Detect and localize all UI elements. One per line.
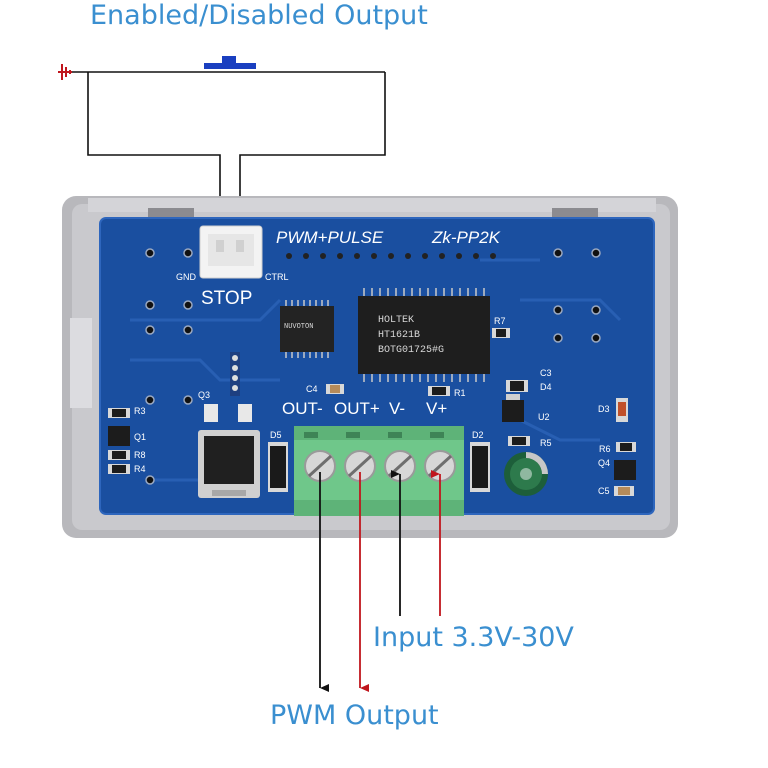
header-pins bbox=[286, 253, 496, 259]
terminal-label-v-minus: V- bbox=[389, 399, 405, 418]
refdes-c5: C5 bbox=[598, 486, 610, 496]
mcu-chip: NUVOTON bbox=[280, 300, 334, 358]
terminal-label-out-plus: OUT+ bbox=[334, 399, 380, 418]
mcu-chip-text: NUVOTON bbox=[284, 323, 313, 331]
refdes-r1: R1 bbox=[454, 388, 466, 398]
pwm-output-label: PWM Output bbox=[270, 700, 439, 731]
lcd-driver-chip: HOLTEK HT1621B BOTG01725#G bbox=[358, 288, 490, 382]
stop-connector bbox=[199, 225, 263, 279]
push-button-switch-icon bbox=[204, 56, 256, 69]
refdes-q1: Q1 bbox=[134, 432, 146, 442]
gnd-label: GND bbox=[176, 272, 197, 282]
mosfet-q3 bbox=[198, 404, 260, 498]
terminal-screw-out-minus bbox=[304, 450, 336, 482]
refdes-r3: R3 bbox=[134, 406, 146, 416]
capacitor bbox=[504, 452, 548, 496]
refdes-r5: R5 bbox=[540, 438, 552, 448]
lcd-chip-line-2: HT1621B bbox=[378, 330, 420, 341]
refdes-d4: D4 bbox=[540, 382, 552, 392]
terminal-label-out-minus: OUT- bbox=[282, 399, 323, 418]
refdes-q3: Q3 bbox=[198, 390, 210, 400]
ctrl-label: CTRL bbox=[265, 272, 289, 282]
board-header-left: PWM+PULSE bbox=[276, 228, 384, 247]
smd-components bbox=[108, 328, 636, 496]
stop-label: STOP bbox=[201, 288, 252, 309]
title-label: Enabled/Disabled Output bbox=[90, 0, 428, 31]
board-header-right: Zk-PP2K bbox=[431, 228, 501, 247]
refdes-d5: D5 bbox=[270, 430, 282, 440]
terminal-label-v-plus: V+ bbox=[426, 399, 447, 418]
refdes-r6: R6 bbox=[599, 444, 611, 454]
ground-icon bbox=[58, 64, 72, 80]
terminal-block bbox=[294, 426, 464, 516]
refdes-d2: D2 bbox=[472, 430, 484, 440]
diodes bbox=[268, 442, 490, 492]
terminal-screw-out-plus bbox=[344, 450, 376, 482]
refdes-u2: U2 bbox=[538, 412, 550, 422]
refdes-c4: C4 bbox=[306, 384, 318, 394]
lcd-chip-line-3: BOTG01725#G bbox=[378, 345, 444, 356]
pad-columns bbox=[145, 248, 601, 485]
lcd-chip-line-1: HOLTEK bbox=[378, 315, 414, 326]
refdes-r4: R4 bbox=[134, 464, 146, 474]
refdes-c3: C3 bbox=[540, 368, 552, 378]
input-voltage-label: Input 3.3V-30V bbox=[373, 622, 574, 653]
refdes-r7: R7 bbox=[494, 316, 506, 326]
refdes-d3: D3 bbox=[598, 404, 610, 414]
refdes-r8: R8 bbox=[134, 450, 146, 460]
refdes-q4: Q4 bbox=[598, 458, 610, 468]
